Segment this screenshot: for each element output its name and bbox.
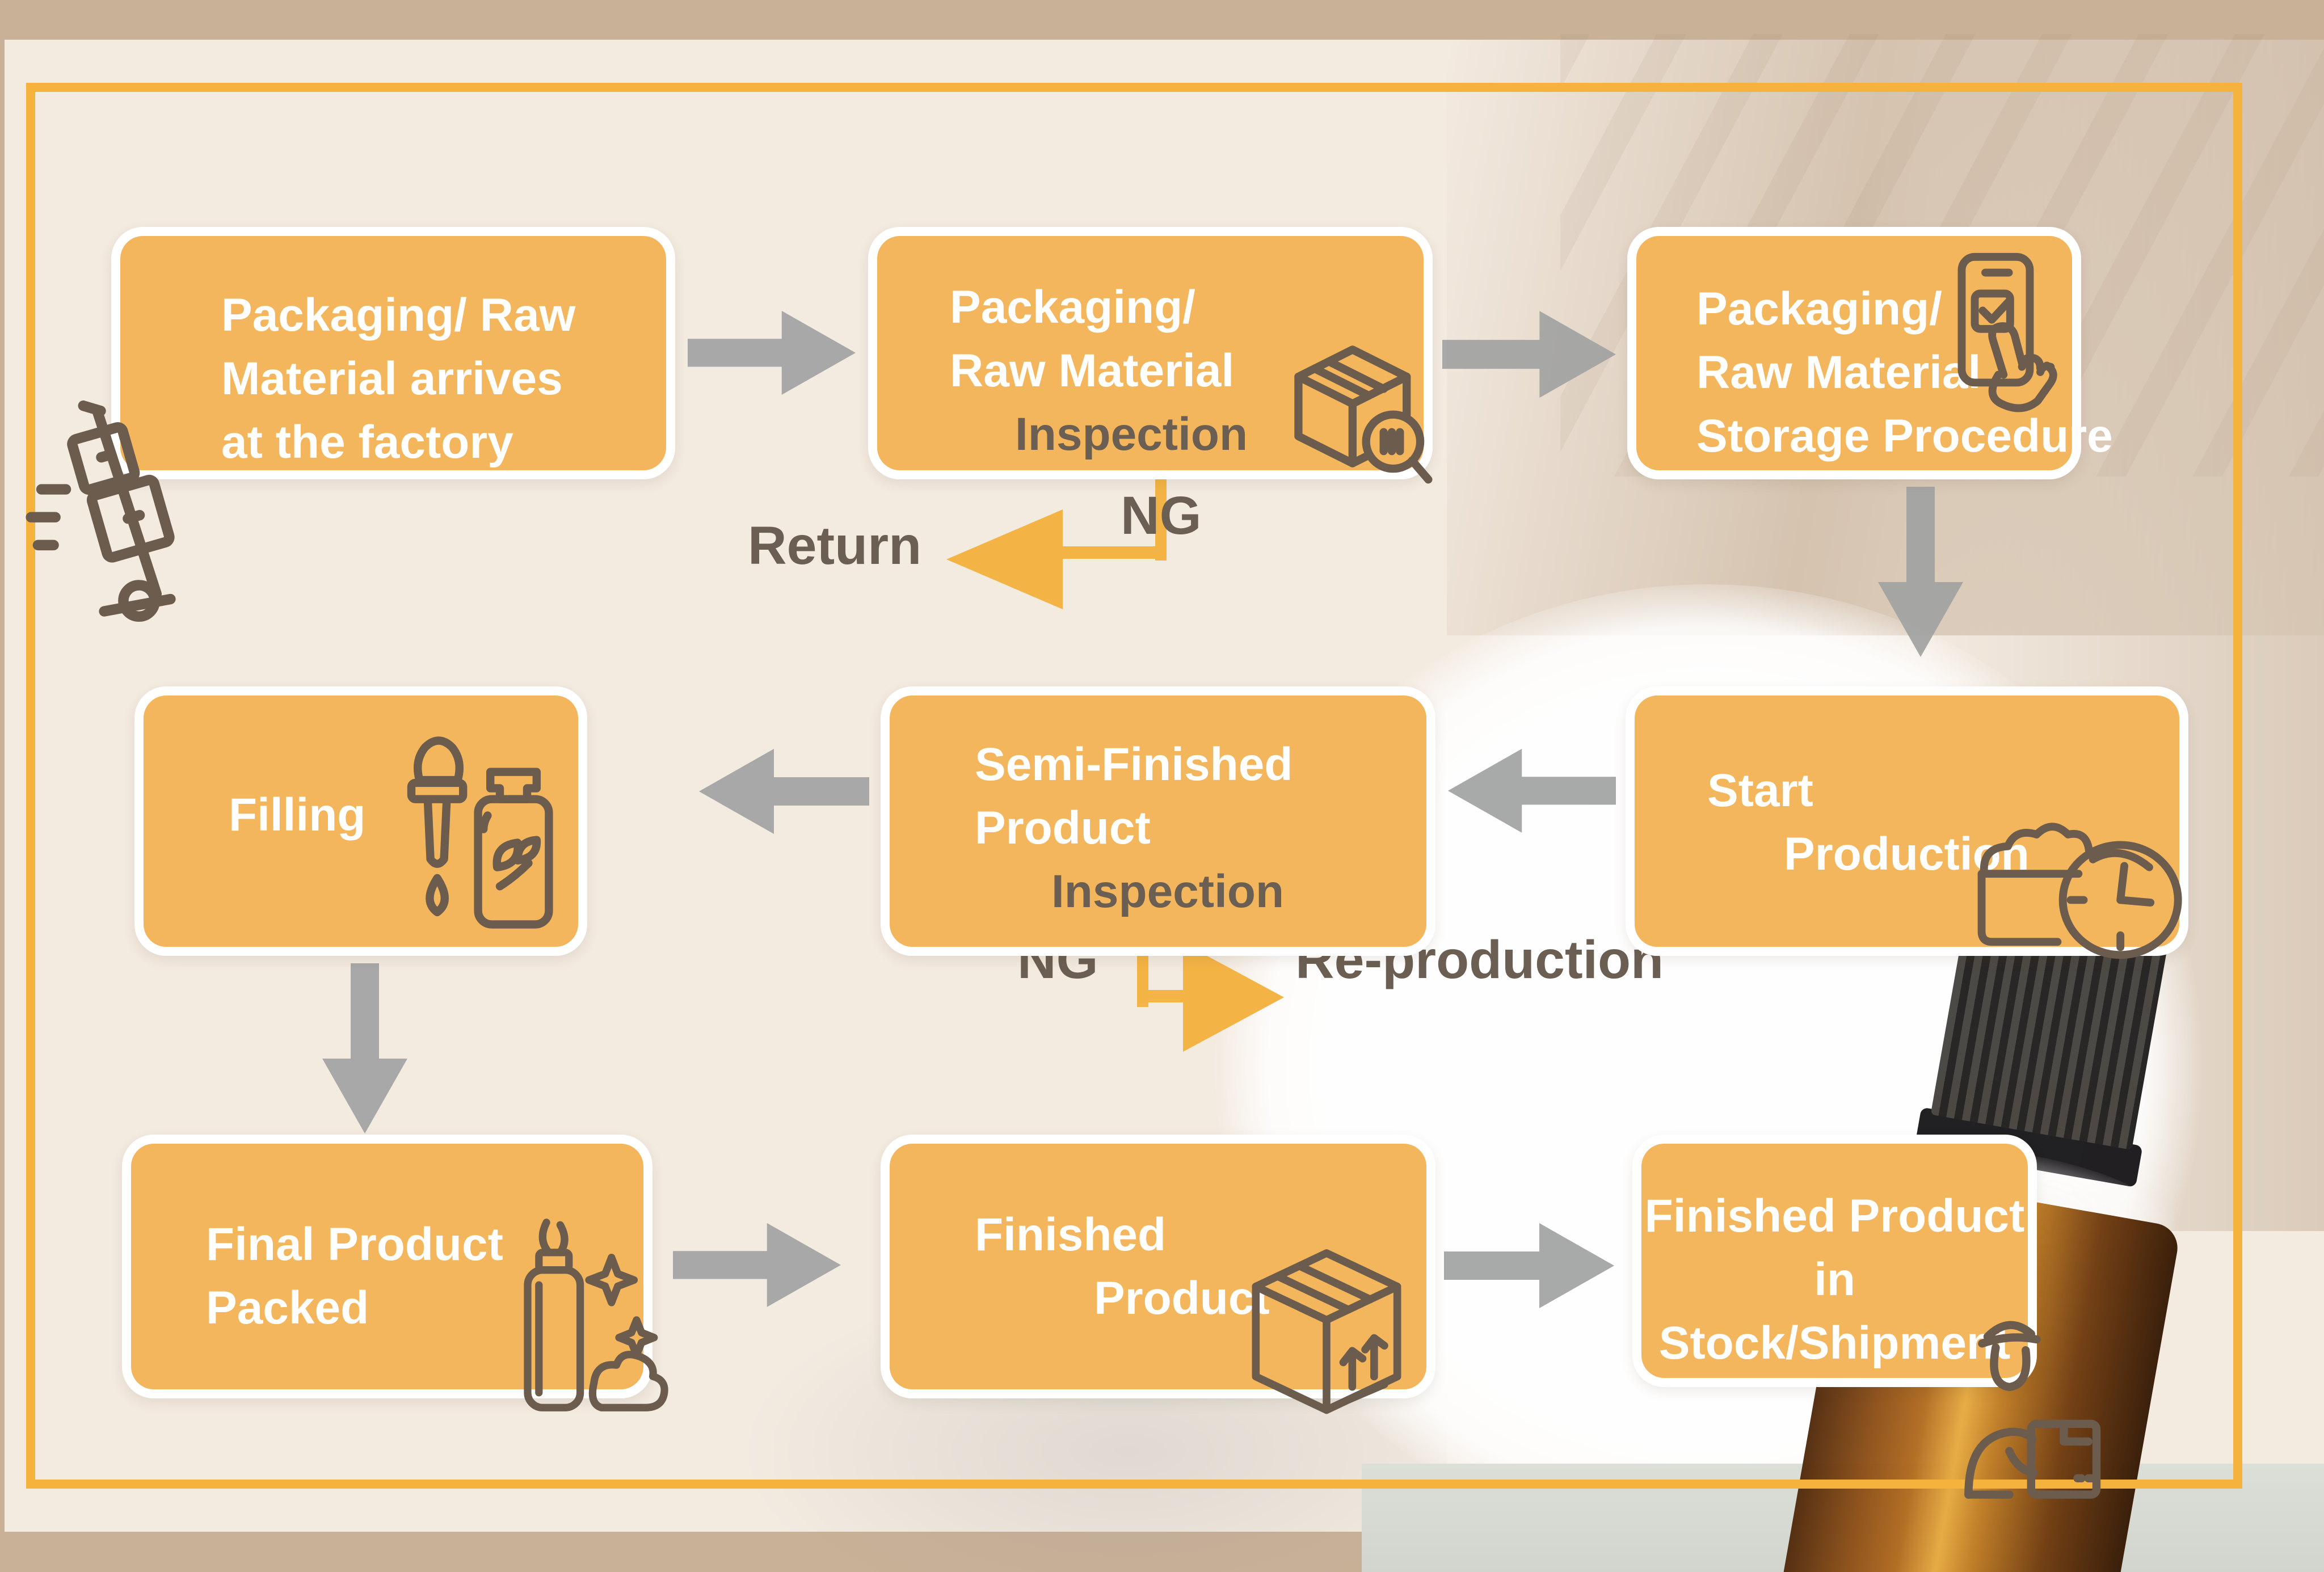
flow-box-raw-arrival: Packaging/ Raw Material arrives at the f…	[26, 227, 675, 622]
box-label-line: Packaging/	[1696, 283, 1942, 335]
box-label-line: Raw Material	[1696, 347, 1981, 398]
box-label-line: Finished Product	[1644, 1190, 2025, 1242]
box-label-line: Filling	[229, 789, 366, 841]
frame-border	[26, 83, 2242, 1489]
box-label-line: Product	[1094, 1272, 1270, 1324]
ng-label: NG	[1121, 486, 1202, 546]
flow-box-raw-inspection: Packaging/ Raw Material Inspection	[868, 227, 1433, 484]
ng-return-line	[1155, 478, 1167, 560]
box-label-line: Packaging/	[950, 281, 1195, 333]
box-label-line: Inspection	[1015, 408, 1248, 460]
flow-box-final-packed: Final Product Packed	[122, 1135, 668, 1411]
arrow-right-icon	[673, 1219, 841, 1313]
flow-box-finished-product: Finished Product	[881, 1135, 1435, 1414]
flow-box-start-production: Start Production	[1626, 686, 2188, 959]
hand-truck-icon	[24, 378, 251, 622]
arrow-right-icon	[1444, 1219, 1614, 1313]
arrow-down-icon	[1873, 487, 1968, 663]
box-arrows-icon	[1230, 1234, 1423, 1442]
box-label-line: Semi-Finished	[975, 739, 1293, 790]
box-magnifier-icon	[1269, 330, 1445, 494]
return-arrowhead-icon	[946, 509, 1063, 609]
arrow-down-icon	[318, 963, 412, 1133]
phone-checklist-icon	[1917, 246, 2087, 422]
box-label-line: Packed	[206, 1282, 369, 1334]
box-label-line: Raw Material	[950, 345, 1235, 397]
box-label-line: Storage Procedure	[1696, 410, 2113, 462]
tube-sparkles-icon	[483, 1217, 670, 1430]
flow-box-filling: Filling	[134, 686, 587, 956]
arrow-left-icon	[1448, 744, 1616, 838]
box-label-line: in	[1814, 1254, 1855, 1305]
box-label-line: Inspection	[1051, 866, 1285, 917]
box-label-line: Material arrives	[221, 353, 563, 404]
delivery-person-icon	[1919, 1297, 2124, 1518]
flow-box-stock-shipment: Finished Product in Stock/Shipment	[1632, 1135, 2101, 1499]
jar-clock-icon	[1964, 800, 2191, 971]
dropper-bottle-icon	[371, 730, 575, 942]
box-label-line: Stock/Shipment	[1658, 1317, 2011, 1369]
box-label-line: Product	[975, 802, 1151, 854]
return-label: Return	[748, 516, 922, 576]
box-label-line: Finished	[975, 1209, 1167, 1261]
box-label-line: Start	[1707, 765, 1813, 816]
arrow-right-icon	[1442, 306, 1616, 401]
arrow-left-icon	[699, 744, 869, 838]
box-label-line: at the factory	[221, 416, 513, 468]
flow-box-semi-inspection: Semi-Finished Product Inspection	[881, 686, 1435, 956]
box-label-line: Final Product	[206, 1219, 503, 1270]
ng-reproduction-line	[1137, 990, 1189, 1002]
flow-box-raw-storage: Packaging/ Raw Material Storage Procedur…	[1627, 227, 2113, 479]
box-label-line: Packaging/ Raw	[221, 289, 576, 341]
arrow-right-icon	[688, 306, 856, 401]
reproduction-arrowhead-icon	[1183, 943, 1284, 1052]
ng-return-line	[1052, 546, 1166, 559]
